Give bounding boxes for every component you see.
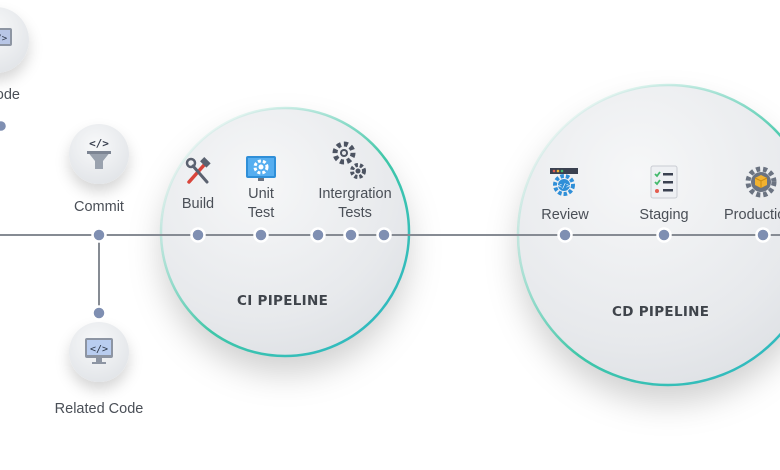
code-icon-circle xyxy=(0,7,29,73)
node-build xyxy=(190,227,206,243)
node-integration-1 xyxy=(310,227,326,243)
code-monitor-icon: </> xyxy=(85,338,113,364)
checklist-icon xyxy=(650,165,678,199)
stage-label-build: Build xyxy=(181,196,215,212)
ci-pipeline-circle xyxy=(159,106,411,358)
node-code xyxy=(0,118,9,134)
stage-label-code: Code xyxy=(0,87,20,103)
node-integration-2 xyxy=(343,227,359,243)
timeline-nodes xyxy=(0,118,771,321)
code-gear-icon: </> xyxy=(550,168,578,196)
gears-icon xyxy=(332,141,366,179)
stage-label-review: Review xyxy=(541,207,589,223)
stage-label-integration-tests: Intergration Tests xyxy=(318,186,392,221)
code-monitor-icon: </> xyxy=(0,28,12,46)
node-related-code xyxy=(91,305,107,321)
stage-label-staging: Staging xyxy=(639,207,689,223)
node-unit-test xyxy=(253,227,269,243)
gear-monitor-icon xyxy=(246,156,276,181)
stage-label-production: Production xyxy=(724,207,780,223)
svg-text:</>: </> xyxy=(0,34,8,44)
stage-label-unit-test: Unit Test xyxy=(247,186,275,221)
node-commit xyxy=(91,227,107,243)
node-production xyxy=(755,227,771,243)
code-funnel-icon: </> xyxy=(87,137,111,169)
stage-label-commit: Commit xyxy=(74,199,124,215)
svg-text:</>: </> xyxy=(90,344,108,355)
node-integration-3 xyxy=(376,227,392,243)
node-review xyxy=(557,227,573,243)
hammer-wrench-icon xyxy=(185,157,211,184)
svg-text:</>: </> xyxy=(89,137,109,150)
ci-pipeline-title: CI PIPELINE xyxy=(237,293,329,309)
node-staging xyxy=(656,227,672,243)
cd-pipeline-title: CD PIPELINE xyxy=(612,304,710,320)
gear-box-icon xyxy=(745,166,777,198)
svg-text:</>: </> xyxy=(558,182,571,190)
stage-label-related-code: Related Code xyxy=(54,401,144,417)
